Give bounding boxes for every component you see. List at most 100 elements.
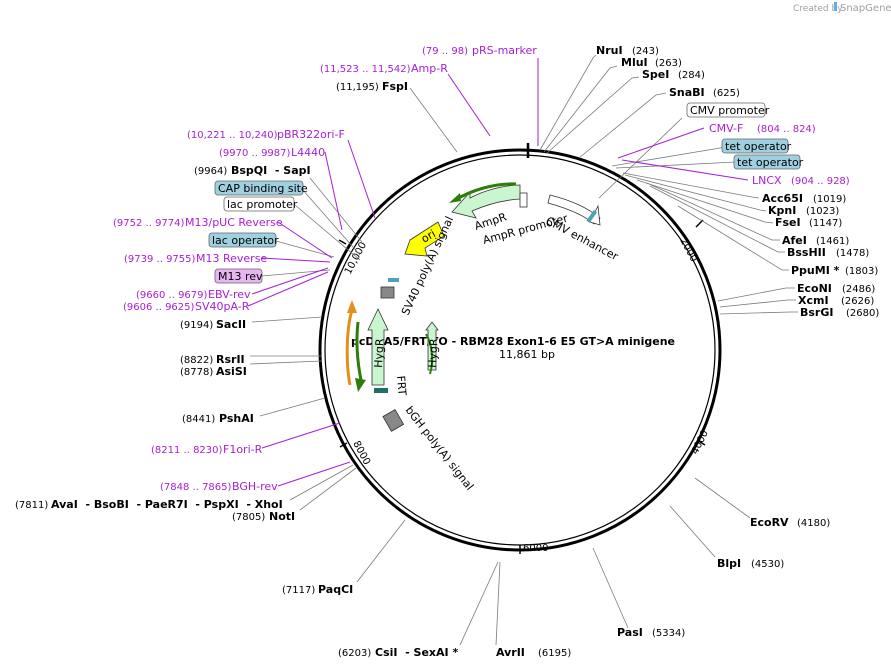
plasmid-name: pcDNA5/FRT/TO - RBM28 Exon1-6 E5 GT>A mi… <box>351 335 675 348</box>
label-bgh-polya: bGH poly(A) signal <box>403 404 476 493</box>
site-name-pshai: PshAI <box>219 412 254 425</box>
primer-pos-amp-r: (11,523 .. 11,542) <box>320 64 411 75</box>
primer-name-cmv-f: CMV-F <box>709 122 743 135</box>
tick-mark <box>338 239 347 245</box>
label-frt: FRT <box>394 375 409 396</box>
hygr-left-arrow <box>367 308 389 386</box>
site-name-kpni: KpnI <box>768 204 796 217</box>
site-name-csii-sexai: CsiI - SexAI * <box>375 646 458 659</box>
site-name-sacii: SacII <box>216 318 246 331</box>
label-lac-operator: lac operator <box>212 234 279 247</box>
leader-f1ori-r <box>261 422 341 449</box>
label-cmv-promoter: CMV promoter <box>690 104 770 117</box>
lac-promoter-box <box>223 196 295 212</box>
primer-pos-m13-reverse: (9739 .. 9755) <box>124 254 196 265</box>
tick-label-2000: 2000 <box>677 236 699 264</box>
leader-avrii <box>495 561 501 646</box>
leader-fspi <box>409 87 458 153</box>
plasmid-title-block: pcDNA5/FRT/TO - RBM28 Exon1-6 E5 GT>A mi… <box>351 335 675 361</box>
primer-labels: (79 .. 98) pRS-marker (11,523 .. 11,542)… <box>113 44 850 493</box>
leader-csii <box>459 561 499 646</box>
ampr-promoter-box <box>519 192 528 208</box>
primer-pos-m13-puc-reverse: (9752 .. 9774) <box>113 218 185 229</box>
primer-name-lncx: LNCX <box>752 174 782 187</box>
site-pos-csii-sexai: (6203) <box>338 648 371 659</box>
sv40-marker <box>388 278 399 282</box>
ori-arrow <box>404 221 445 257</box>
restriction-site-labels: NruI (243) MluI (263) SpeI (284) SnaBI (… <box>15 44 879 659</box>
leader-tet-op-2 <box>615 161 737 169</box>
site-name-fsei: FseI <box>775 216 801 229</box>
site-pos-avrii: (6195) <box>538 648 571 659</box>
site-pos-bsshii: (1478) <box>836 248 869 259</box>
site-name-avrii: AvrII <box>496 646 525 659</box>
plasmid-size: 11,861 bp <box>499 348 555 361</box>
label-ori: ori <box>419 227 438 245</box>
primer-pos-sv40pa-r: (9606 .. 9625) <box>123 302 195 313</box>
leader-sv40pa-r <box>247 271 329 307</box>
site-pos-afei: (1461) <box>816 236 849 247</box>
site-pos-mlui: (263) <box>655 58 682 69</box>
site-name-nrui: NruI <box>596 44 623 57</box>
leader-acc65i <box>622 172 760 199</box>
primer-name-bgh-rev: BGH-rev <box>232 480 278 493</box>
site-pos-econi: (2486) <box>842 284 875 295</box>
leader-snabi <box>578 92 667 159</box>
leader-cap <box>301 188 361 256</box>
site-name-mlui: MluI <box>621 56 648 69</box>
leader-pshai <box>259 397 326 417</box>
site-name-econi: EcoNI <box>797 282 832 295</box>
boxed-feature-labels: CMV promoter tet operator tet operator C… <box>208 102 804 284</box>
leader-paqci <box>356 519 406 583</box>
site-name-paqci: PaqCI <box>318 583 353 596</box>
leader-m13-reverse <box>261 257 331 263</box>
primer-pos-cmv-f: (804 .. 824) <box>757 124 816 135</box>
site-pos-ppumi: (1803) <box>845 266 878 277</box>
leader-lncx <box>621 159 749 181</box>
site-name-afei: AfeI <box>782 234 807 247</box>
primer-pos-prs-marker: (79 .. 98) <box>422 46 468 57</box>
lac-operator-box <box>208 232 277 248</box>
site-pos-nrui: (243) <box>632 46 659 57</box>
site-pos-xhoi-group: (7811) <box>15 500 48 511</box>
leader-mlui <box>543 65 618 153</box>
inner-feature-graphics <box>345 182 601 432</box>
site-name-noti: NotI <box>269 510 295 523</box>
tick-mark <box>696 439 706 446</box>
site-name-asisi: AsiSI <box>216 365 247 378</box>
tick-mark <box>695 219 704 228</box>
tick-mark <box>339 442 348 448</box>
bgh-polya-box <box>382 409 405 432</box>
leader-xcmi <box>719 299 796 308</box>
label-cmv-enhancer: CMV enhancer <box>544 214 621 263</box>
primer-name-l4440: L4440 <box>291 146 325 159</box>
site-pos-asisi: (8778) <box>180 367 213 378</box>
leader-lac-promoter <box>294 204 361 261</box>
primer-pos-ebv-rev: (9660 .. 9679) <box>136 290 208 301</box>
site-name-rsrii: RsrII <box>216 353 245 366</box>
primer-pos-lncx: (904 .. 928) <box>791 176 850 187</box>
leader-cmv-f <box>617 127 705 159</box>
leader-fsei <box>636 179 774 224</box>
tet-operator-marker <box>586 209 598 223</box>
scale-ticks: 2000 4000 6000 8000 10,000 <box>338 219 711 554</box>
leader-pasi <box>592 547 629 629</box>
created-by-label: Created by <box>793 4 843 14</box>
primer-name-m13-puc-reverse: M13/pUC Reverse <box>185 216 283 229</box>
site-pos-rsrii: (8822) <box>180 355 213 366</box>
site-pos-spei: (284) <box>678 70 705 81</box>
leader-ppumi <box>677 205 789 271</box>
tick-label-10000: 10,000 <box>343 240 369 276</box>
leader-cmv-promoter <box>598 117 683 199</box>
primer-leader-lines <box>247 58 749 487</box>
site-name-blpi: BlpI <box>717 557 741 570</box>
leader-spei <box>546 76 640 154</box>
label-tet-operator-2: tet operator <box>737 156 804 169</box>
snapgene-app-name: SnapGene <box>840 3 891 14</box>
hygr-left-orf-line <box>355 321 363 381</box>
site-pos-sapi-group: (9964) <box>194 166 227 177</box>
primer-pos-f1ori-r: (8211 .. 8230) <box>151 445 223 456</box>
site-pos-paqci: (7117) <box>282 585 315 596</box>
hygr-left-orf-arrowhead <box>355 378 366 392</box>
